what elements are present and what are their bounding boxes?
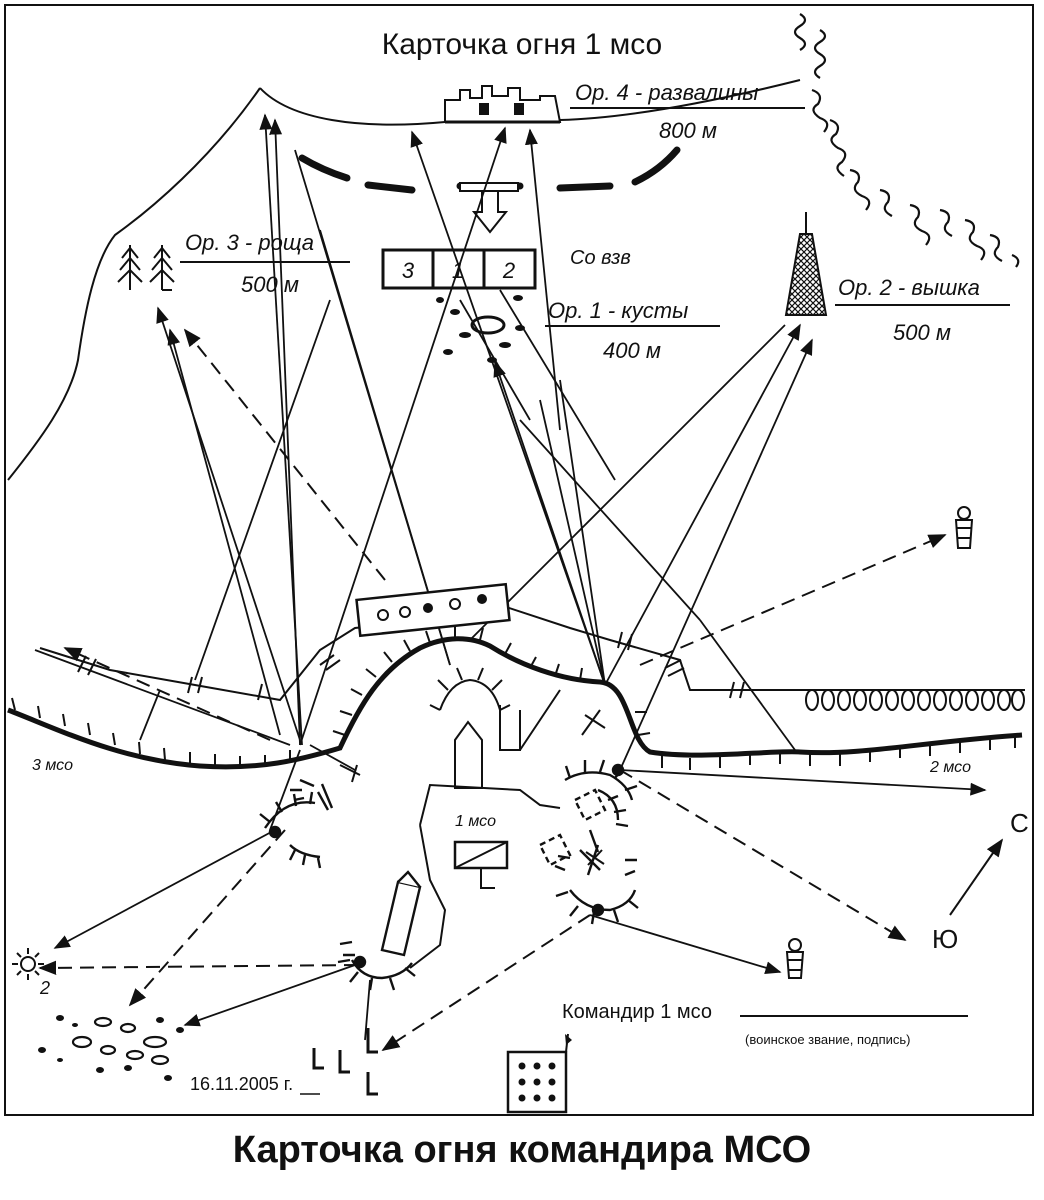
hq-area-outline — [409, 783, 561, 969]
op-cell-3: 3 — [402, 258, 415, 283]
squad-positions: 1 мсо — [409, 667, 561, 969]
observation-post: 3 1 2 Со взв — [381, 247, 631, 290]
fighting-positions — [259, 759, 639, 991]
building-icon — [506, 1033, 572, 1114]
card-title: Карточка огня 1 мсо — [382, 28, 663, 61]
forest-edge-top — [259, 87, 446, 126]
svg-text:500 м: 500 м — [241, 272, 299, 297]
op-label: Со взв — [570, 247, 631, 269]
scattered-bushes-bottom — [71, 1016, 170, 1066]
bmp-vehicle — [454, 720, 483, 789]
landmark-1-label: Ор. 1 - кусты 400 м — [545, 298, 720, 363]
signature-block: Командир 1 мсо (воинское звание, подпись… — [562, 1001, 968, 1047]
svg-text:800 м: 800 м — [659, 118, 717, 143]
observer-icon-top — [954, 506, 974, 549]
svg-text:400 м: 400 м — [603, 338, 661, 363]
forest-edge-left — [7, 87, 261, 481]
terrain-outlines — [7, 79, 801, 481]
unit-label-right: 2 мсо — [929, 759, 971, 776]
svg-text:Ор. 3 - роща: Ор. 3 - роща — [185, 230, 314, 255]
tower-icon — [784, 212, 828, 316]
unit-label-center: 1 мсо — [455, 813, 496, 830]
fire-lines — [139, 113, 813, 771]
op-cell-2: 2 — [502, 258, 515, 283]
bottom-fire-lines — [34, 649, 987, 1041]
minefield-box — [355, 582, 511, 638]
bmp-vehicle-2 — [380, 880, 422, 957]
forward-edge-line — [7, 626, 1023, 770]
svg-text:Ор. 1 - кусты: Ор. 1 - кусты — [548, 298, 688, 323]
trench-crossing-marks — [339, 709, 606, 866]
grove-icon — [117, 245, 175, 291]
ruins-icon — [444, 85, 562, 124]
landmark-3-label: Ор. 3 - роща 500 м — [180, 230, 350, 297]
compass-south: Ю — [932, 924, 958, 954]
compass-north: С — [1010, 808, 1029, 838]
compass: С Ю — [932, 808, 1029, 954]
figure-caption: Карточка огня командира МСО — [232, 1129, 812, 1171]
observer-icon-bottom — [785, 938, 805, 979]
signature-hint: (воинское звание, подпись) — [745, 1032, 910, 1047]
bmp-trench — [439, 678, 501, 711]
svg-text:Ор. 4 - развалины: Ор. 4 - развалины — [575, 80, 759, 105]
bushes-icon — [436, 295, 525, 363]
card-frame — [4, 4, 1034, 1116]
scattered-dots-bottom — [38, 1015, 184, 1081]
dashed-fire-lines — [38, 328, 947, 1051]
signature-label: Командир 1 мсо — [562, 1001, 712, 1023]
svg-text:Ор. 2 - вышка: Ор. 2 - вышка — [838, 275, 980, 300]
landmark-4-label: Ор. 4 - развалины 800 м — [570, 80, 805, 143]
barrier-arrow-symbol — [459, 182, 519, 234]
forest-edge-right — [559, 79, 801, 121]
reference-number: 2 — [39, 978, 50, 998]
unit-label-left: 3 мсо — [32, 757, 73, 774]
svg-text:500 м: 500 м — [893, 320, 951, 345]
weapon-markers — [312, 1028, 378, 1096]
wire-entanglement — [800, 689, 1025, 711]
observer-figures — [785, 506, 974, 979]
card-date: 16.11.2005 г. — [190, 1074, 293, 1094]
landmark-2-label: Ор. 2 - вышка 500 м — [835, 275, 1010, 345]
hills-right — [793, 13, 1020, 268]
sun-reference-icon — [12, 948, 44, 980]
